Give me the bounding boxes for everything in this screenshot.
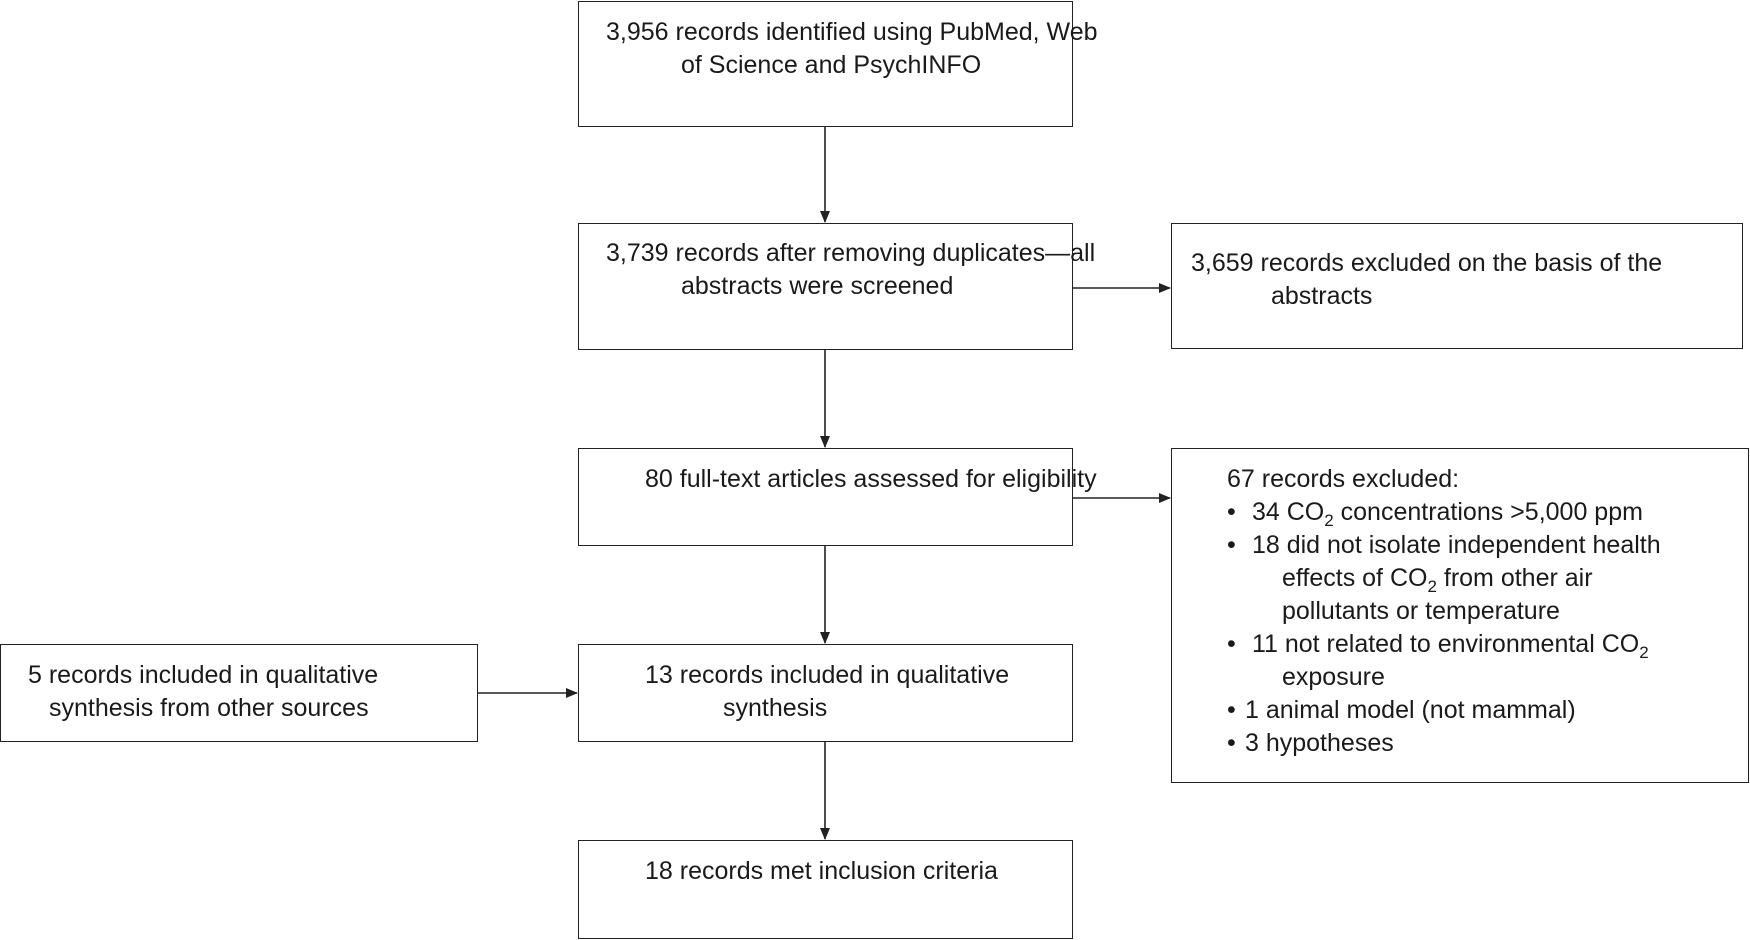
exclusion-item-not-isolated: 18 did not isolate independent health ef…: [1190, 529, 1702, 628]
screened-box: [578, 223, 1073, 350]
other-sources-box: [0, 644, 478, 742]
exclusion-list: 34 CO2 concentrations >5,000 ppm 18 did …: [1190, 496, 1700, 760]
excluded-abstracts-text: 3,659 records excluded on the basis of t…: [1191, 249, 1663, 310]
included-box: [578, 644, 1073, 742]
excluded-abstracts-box: [1171, 223, 1743, 349]
met-criteria-text: 18 records met inclusion criteria: [645, 857, 998, 885]
exclusion-item-not-environmental: 11 not related to environmental CO2 expo…: [1190, 628, 1702, 694]
exclusion-item-concentration: 34 CO2 concentrations >5,000 ppm: [1190, 496, 1700, 529]
fulltext-box: [578, 448, 1073, 546]
exclusion-item-animal-model: 1 animal model (not mammal): [1190, 694, 1700, 727]
identified-text: 3,956 records identified using PubMed, W…: [606, 18, 1098, 79]
other-sources-text: 5 records included in qualitative synthe…: [28, 661, 379, 722]
exclusion-heading: 67 records excluded:: [1227, 465, 1460, 493]
exclusion-item-hypotheses: 3 hypotheses: [1190, 727, 1700, 760]
screened-text: 3,739 records after removing duplicates—…: [606, 239, 1096, 300]
exclusion-reasons: 67 records excluded: 34 CO2 concentratio…: [1227, 463, 1737, 760]
included-text: 13 records included in qualitative synth…: [645, 661, 1010, 722]
identified-box: [578, 1, 1073, 127]
fulltext-text: 80 full-text articles assessed for eligi…: [645, 465, 1097, 493]
met-criteria-box: [578, 840, 1073, 939]
